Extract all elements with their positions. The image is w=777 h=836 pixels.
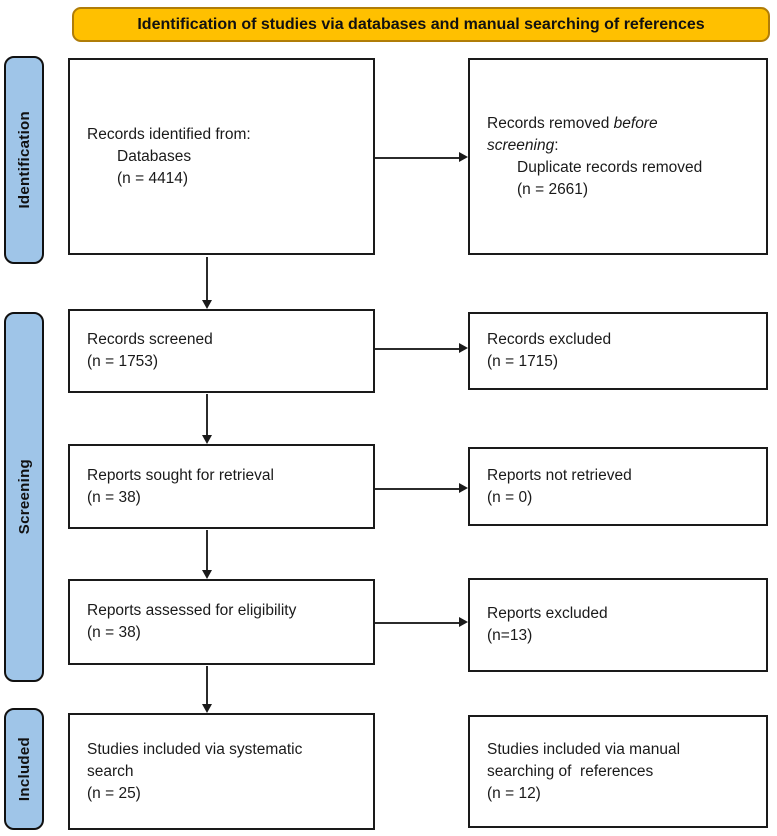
box-line: Records screened	[87, 331, 213, 348]
title-banner: Identification of studies via databases …	[72, 7, 770, 42]
arrow-sought-to-not-retrieved	[375, 479, 468, 499]
arrowhead-down-icon	[202, 300, 212, 309]
box-reports-not-retrieved: Reports not retrieved (n = 0)	[468, 447, 768, 526]
diagram-title: Identification of studies via databases …	[137, 15, 705, 33]
box-records-removed: Records removed before screening: Duplic…	[468, 58, 768, 255]
box-line: Records removed before	[487, 113, 754, 135]
arrowhead-down-icon	[202, 435, 212, 444]
box-line: Records excluded	[487, 331, 612, 348]
arrow-sought-to-assessed	[202, 530, 212, 579]
arrow-assessed-to-excluded	[375, 613, 468, 633]
arrow-assessed-to-included	[202, 666, 212, 713]
box-line: Reports excluded	[487, 605, 608, 622]
box-line: (n = 4414)	[117, 169, 189, 187]
stage-label-identification: Identification	[15, 111, 33, 209]
box-records-screened: Records screened (n = 1753)	[68, 309, 375, 393]
arrowhead-down-icon	[202, 704, 212, 713]
arrow-line	[375, 157, 459, 159]
arrowhead-right-icon	[459, 617, 468, 627]
box-line: (n = 2661)	[517, 180, 589, 198]
text-segment-italic: screening	[487, 136, 555, 154]
box-line: (n = 38)	[87, 488, 141, 506]
arrow-screened-to-excluded	[375, 339, 468, 359]
stage-bar-identification: Identification	[4, 56, 44, 264]
box-line: Reports assessed for eligibility	[87, 602, 297, 619]
box-reports-excluded: Reports excluded (n=13)	[468, 578, 768, 672]
box-line: Reports sought for retrieval	[87, 466, 274, 484]
box-line: screening:	[487, 135, 754, 157]
box-line: searching of references	[487, 762, 654, 780]
arrow-identified-to-removed	[375, 148, 468, 168]
arrow-line	[206, 394, 208, 435]
box-included-manual: Studies included via manual searching of…	[468, 715, 768, 828]
stage-bar-included: Included	[4, 708, 44, 830]
box-line: (n = 12)	[487, 784, 541, 802]
text-segment: :	[554, 136, 559, 154]
arrowhead-right-icon	[459, 483, 468, 493]
box-line: (n = 0)	[487, 488, 533, 506]
box-reports-assessed: Reports assessed for eligibility (n = 38…	[68, 579, 375, 665]
text-segment: Records removed	[487, 114, 614, 132]
box-line: (n = 25)	[87, 784, 141, 802]
arrow-line	[206, 530, 208, 570]
box-reports-sought: Reports sought for retrieval (n = 38)	[68, 444, 375, 529]
arrow-identified-to-screened	[202, 257, 212, 309]
text-segment-italic: before	[613, 114, 658, 132]
box-line: Duplicate records removed	[517, 158, 703, 176]
box-line: Studies included via systematic	[87, 740, 303, 758]
arrow-line	[375, 622, 459, 624]
box-line: Databases	[117, 147, 192, 165]
box-records-identified: Records identified from: Databases (n = …	[68, 58, 375, 255]
stage-label-included: Included	[15, 736, 33, 802]
box-line: (n = 1715)	[487, 353, 559, 370]
box-included-systematic: Studies included via systematic search (…	[68, 713, 375, 830]
box-line: (n=13)	[487, 627, 533, 644]
arrow-line	[206, 257, 208, 300]
arrow-line	[206, 666, 208, 704]
box-line: Reports not retrieved	[487, 466, 632, 484]
stage-label-screening: Screening	[15, 459, 33, 535]
box-records-excluded: Records excluded (n = 1715)	[468, 312, 768, 390]
box-line: (n = 38)	[87, 624, 141, 641]
arrowhead-right-icon	[459, 152, 468, 162]
stage-bar-screening: Screening	[4, 312, 44, 682]
arrowhead-down-icon	[202, 570, 212, 579]
arrow-line	[375, 488, 459, 490]
box-line: search	[87, 762, 134, 780]
arrow-line	[375, 348, 459, 350]
box-line: Records identified from:	[87, 125, 251, 143]
box-line: Studies included via manual	[487, 740, 681, 758]
box-line: (n = 1753)	[87, 353, 159, 370]
arrowhead-right-icon	[459, 343, 468, 353]
arrow-screened-to-sought	[202, 394, 212, 444]
